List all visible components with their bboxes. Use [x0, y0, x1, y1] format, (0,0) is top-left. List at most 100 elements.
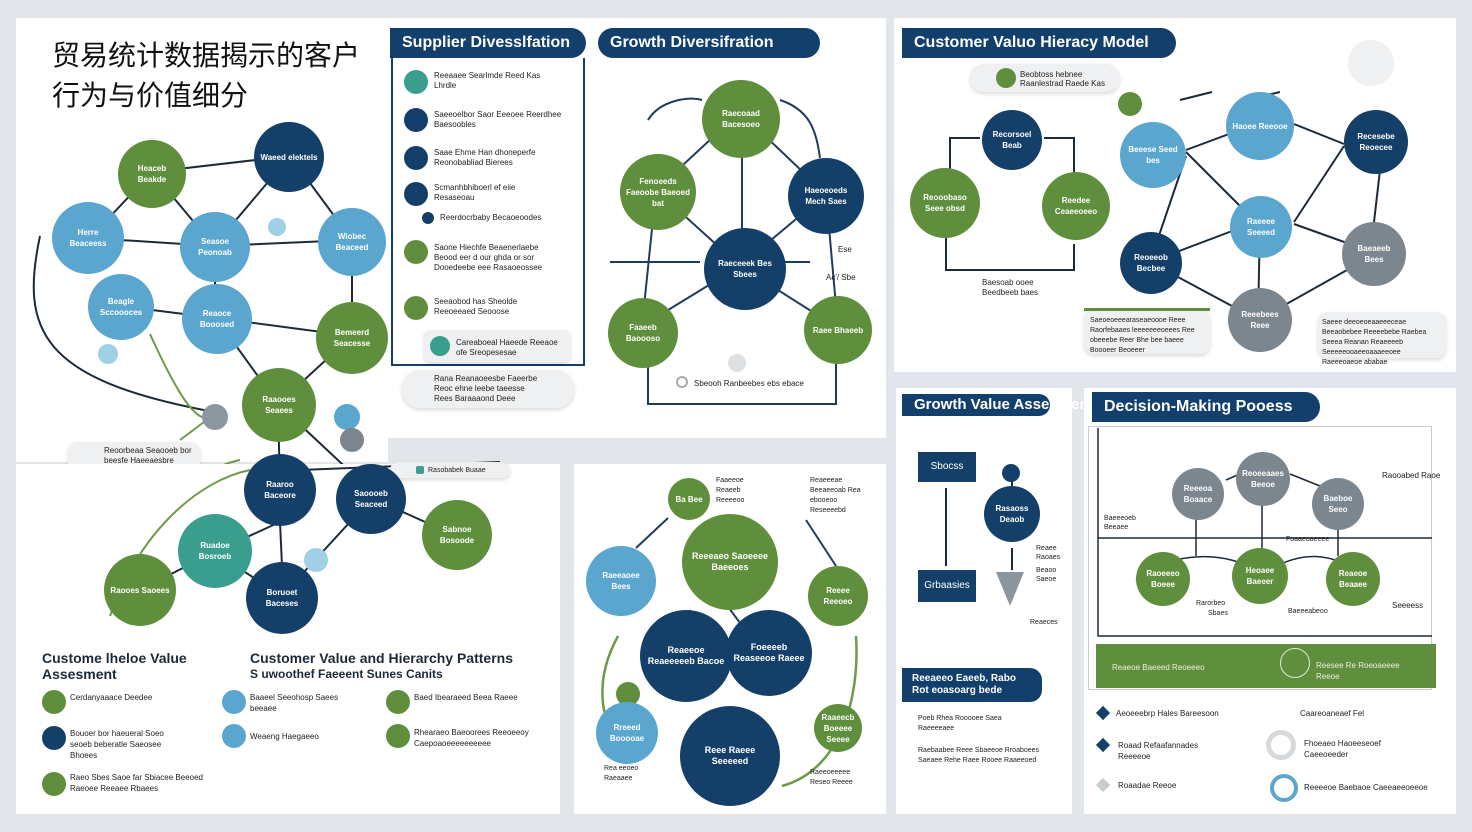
- bottom-left-title-1-line1: Custome lheloe Value: [42, 650, 187, 666]
- supplier-highlight-dot: [430, 336, 450, 356]
- decision-legend-icon-5: [1266, 730, 1296, 760]
- bottom-left-title-2-line2: S uwoothef Faeeent Sunes Canits: [250, 667, 443, 681]
- bottom-center-small-label: Ba Bee: [675, 494, 703, 504]
- supplier-header: Supplier Divesslfation: [390, 28, 586, 58]
- left-node-14: Raooes Saoees: [104, 554, 176, 626]
- cvh-note1-pill: [1084, 308, 1210, 354]
- supplier-highlight-text: Careaboeal Haeede Reeaoe ofe Sreopesesae: [456, 338, 558, 357]
- growth-value-small-node: [1002, 464, 1020, 482]
- decision-banner-left: Reaeoe Baeeed Reoeeeo: [1112, 663, 1205, 672]
- bottom-left-title-2: Customer Value and Hierarchy Patterns S …: [250, 650, 550, 682]
- cvh-node-3: Recesebe Reoecee: [1344, 110, 1408, 174]
- decision-legend-2: Roaad Refaafannades Reeeeoe: [1118, 741, 1199, 761]
- growth-div-label-1: Ese: [838, 245, 852, 254]
- left-node-11: Saoooeb Seaceed: [336, 464, 406, 534]
- bl-legend-dot-1: [42, 690, 66, 714]
- decision-node-2: Reoeeaaes Beeoe: [1236, 452, 1290, 506]
- left-node-4: Seasoe Peonoab: [180, 212, 250, 282]
- bottom-center-node-4: Reaeeoe Reaeeeeeb Bacoe: [640, 610, 732, 702]
- bottom-center-node-6: Rreeed Booooae: [596, 702, 658, 764]
- bl-legend-dot-3: [42, 772, 66, 796]
- cvh-cycle-node-1: Recorsoel Beab: [982, 110, 1042, 170]
- bl-legend-5: Weaeng Haegaeeo: [250, 732, 319, 741]
- cvh-header: Customer Valuo Hieracy Model: [902, 28, 1176, 58]
- supplier-note: Rana Reanaoeesbe Faeerbe Reoc ehne leebe…: [434, 374, 538, 403]
- decision-frame: [1088, 426, 1432, 690]
- decision-legend-3: Roaadae Reeoe: [1118, 781, 1177, 790]
- cvh-cycle-label: Baesoab ooee Beedbeeb baes: [982, 278, 1039, 297]
- growth-value-list-1: Poeb Rhea Rooooee Saea Raeeeeaee: [918, 715, 1002, 732]
- left-node-8: Bemeerd Seacesse: [316, 302, 388, 374]
- supplier-item-6: Saone Hiechfe Beaenerlaebe Beood eer d o…: [434, 243, 543, 272]
- left-small-dot-5: [340, 428, 364, 452]
- left-node-1: Heaceb Beakde: [118, 140, 186, 208]
- growth-value-section: Reeaeeo Eaeeb, Rabo Rot eoasoarg bede: [902, 668, 1042, 702]
- supplier-item-5: Reerdocrbaby Becaoeoodes: [440, 213, 542, 222]
- bl-legend-3: Raeo Sbes Saoe far Sbiacee Beeoed Raeoee…: [70, 773, 203, 793]
- cvh-note1-bar: [1084, 308, 1210, 311]
- supplier-item-1: Reeaaee Searlmde Reed Kas Lhrdle: [434, 71, 541, 90]
- left-node-13: Sabnoe Bosoode: [422, 500, 492, 570]
- bottom-center-label-2: Reaeeeae Beeaeeoab Rea ebooeoo Reseeeebd: [810, 477, 861, 514]
- decision-node-4: Raoeeeo Boeee: [1136, 552, 1190, 606]
- decision-label-5: Sbaes: [1208, 610, 1228, 617]
- supplier-item-2: Saeeoelbor Saor Eeeoee Reerdhee Baesoobl…: [434, 110, 562, 129]
- bottom-left-title-1: Custome lheloe Value Assesment: [42, 650, 242, 682]
- growth-div-node-1: Raecoaad Bacesoeo: [702, 80, 780, 158]
- decision-label-2: Baeeeoeb Beeaee: [1104, 515, 1136, 531]
- growth-value-node: Rasaoss Deaob: [984, 486, 1040, 542]
- cvh-gray-blob: [1348, 40, 1394, 86]
- supplier-dot-5: [422, 212, 434, 224]
- supplier-item-7: Seeaobod has Sheolde Reeoeeaed Seooose: [434, 297, 518, 316]
- decision-node-1: Reeeoa Boaace: [1172, 468, 1224, 520]
- cvh-node-1: Haoee Reeooe: [1226, 92, 1294, 160]
- decision-legend-6: Reeeeoe Baebaoe Caeeaeeoeeoe: [1304, 783, 1428, 792]
- decision-label-4: Rarorbeo: [1196, 600, 1226, 607]
- left-small-dot-2: [98, 344, 118, 364]
- growth-value-side-2: Beaoo Saeoe: [1036, 567, 1057, 583]
- left-node-6: Beagle Sccoooces: [88, 274, 154, 340]
- left-node-15: Boruoet Baceses: [246, 562, 318, 634]
- cvh-node-7: Reeebees Reee: [1228, 288, 1292, 352]
- growth-div-node-4: Raeceeek Bes Sbees: [704, 228, 786, 310]
- left-callout-2-dot: [416, 466, 424, 474]
- left-node-12: Ruadoe Bosroeb: [178, 514, 252, 588]
- growth-div-small-dot: [728, 354, 746, 372]
- main-title: 贸易统计数据揭示的客户行为与价值细分: [52, 39, 361, 112]
- decision-node-5: Heoaee Baeeer: [1232, 548, 1288, 604]
- bottom-center-node-3: Reeee Reeoeo: [808, 566, 868, 626]
- supplier-dot-7: [404, 296, 428, 320]
- top-center-panel: [388, 18, 886, 438]
- decision-node-3: Baeboe Seeo: [1312, 478, 1364, 530]
- left-node-3: Herre Beaceess: [52, 202, 124, 274]
- bl-legend-7: Rhearaeo Baeoorees Reeoeeoy Caepoaoeeeee…: [414, 728, 529, 748]
- bl-legend-4: Baaeel Seeohosp Saees beeaee: [250, 693, 339, 713]
- bottom-left-title-2-line1: Customer Value and Hierarchy Patterns: [250, 650, 513, 666]
- cvh-legend: Beobtoss hebnee Raanlestrad Raede Kas: [1020, 70, 1105, 88]
- supplier-dot-3: [404, 146, 428, 170]
- cvh-node-2: Beeese Seed bes: [1120, 122, 1186, 188]
- bottom-center-small-node: Ba Bee: [668, 478, 710, 520]
- cvh-note1: Saeoeoeeearaseaeoooe Reee Raorfebaaes le…: [1090, 317, 1195, 354]
- bottom-center-label-4: Raeeoeeeee Reseo Reeee: [810, 769, 853, 786]
- left-small-dot-1: [268, 218, 286, 236]
- bl-legend-2: Bouoer bor haeueral Soeo seoeb beberatle…: [70, 729, 164, 760]
- bl-legend-dot-5: [222, 724, 246, 748]
- cvh-legend-dot: [996, 68, 1016, 88]
- bl-legend-1: Cerdanyaaace Deedee: [70, 693, 153, 702]
- bottom-center-node-5: Foeeeeb Reaseeoe Raeee: [726, 610, 812, 696]
- growth-value-section-label: Reeaeeo Eaeeb, Rabo Rot eoasoarg bede: [912, 673, 1016, 696]
- left-node-7: Reaoce Booosed: [182, 284, 252, 354]
- bottom-center-label-1: Faaeeoe Reaeeb Reeeeoo: [716, 477, 745, 504]
- growth-div-label-2: Ac'/ Sbe: [826, 273, 856, 282]
- supplier-dot-1: [404, 70, 428, 94]
- left-node-10: Raaroo Baceore: [244, 454, 316, 526]
- left-small-dot-4: [334, 404, 360, 430]
- decision-node-6: Reaeoe Beaaee: [1326, 552, 1380, 606]
- cvh-green-blob: [1118, 92, 1142, 116]
- decision-banner-circle: [1280, 648, 1310, 678]
- growth-value-box-bottom: Grbaasies: [918, 570, 976, 602]
- cvh-note2: Saeee deeoeoeaaeeeceae Beeaobebee Reeeeb…: [1322, 319, 1427, 366]
- cvh-cycle-node-2: Reooobaso Seee obsd: [910, 168, 980, 238]
